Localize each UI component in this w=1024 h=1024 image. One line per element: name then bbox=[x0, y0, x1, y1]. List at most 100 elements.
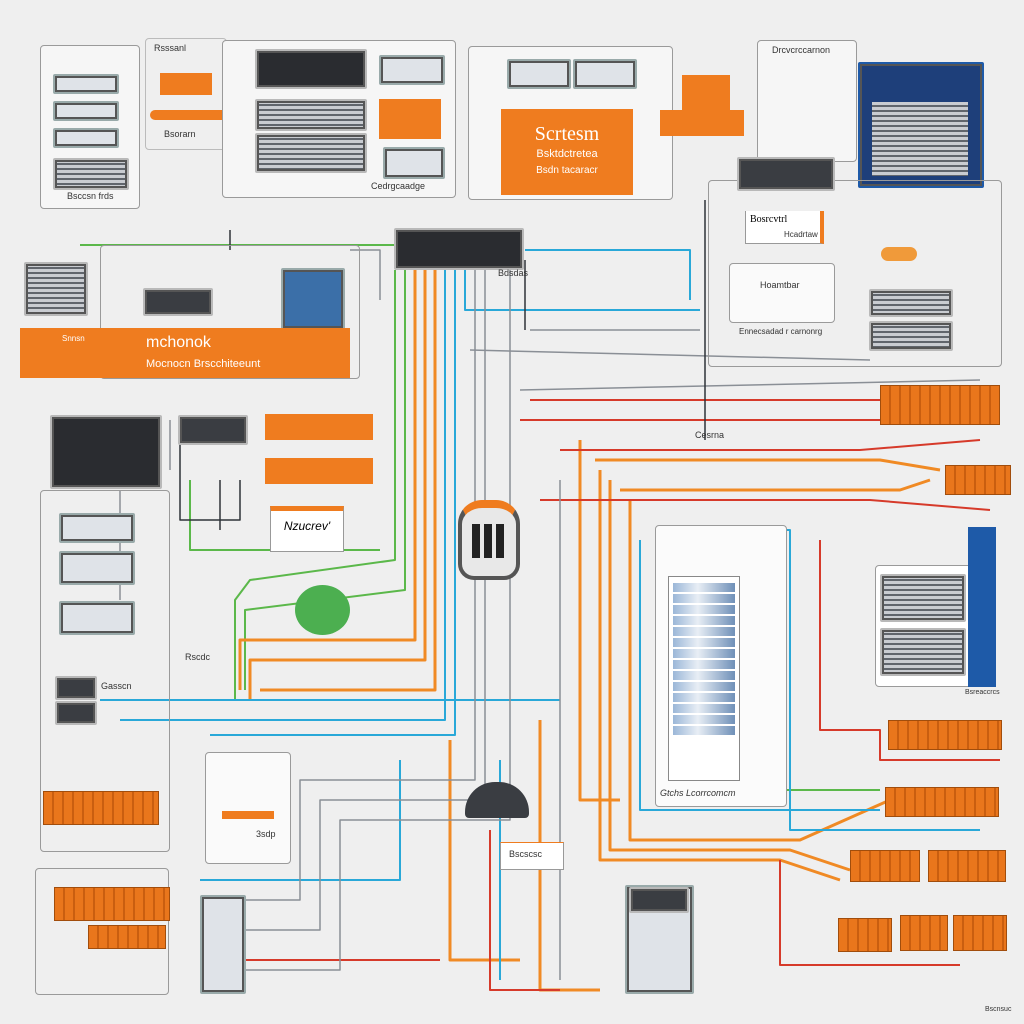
server-rack-blue bbox=[858, 62, 984, 188]
orange-patch bbox=[888, 720, 1002, 750]
mid-label: Rscdc bbox=[185, 652, 211, 662]
banner-subtitle: Mocnocn Brscchiteeunt bbox=[146, 358, 261, 370]
orange-patch bbox=[953, 915, 1007, 951]
group-sublabel: Bsorarn bbox=[164, 129, 196, 139]
system-line1: Bsktdctretea bbox=[536, 148, 598, 160]
server-unit bbox=[53, 158, 129, 190]
orange-cables bbox=[238, 270, 941, 992]
orange-module bbox=[222, 811, 274, 819]
server-unit bbox=[869, 321, 953, 351]
port-grid bbox=[472, 524, 506, 558]
hub-label: Cesrna bbox=[695, 430, 725, 440]
patch-panel bbox=[573, 59, 637, 89]
orange-panel bbox=[379, 99, 441, 139]
server-unit bbox=[869, 289, 953, 317]
top-switch-group: Cedrgcaadge bbox=[222, 40, 456, 198]
patch-panel bbox=[53, 101, 119, 121]
group-label: Cedrgcaadge bbox=[371, 181, 426, 191]
blue-tower bbox=[968, 527, 996, 687]
top-left-group: Rsssanl Bsorarn bbox=[145, 38, 227, 150]
left-label: Gasscn bbox=[101, 681, 132, 691]
banner-tag: Snnsn bbox=[62, 334, 85, 343]
group-label: Rsssanl bbox=[154, 43, 187, 53]
switch-dark bbox=[255, 49, 367, 89]
orange-module bbox=[682, 75, 730, 111]
system-title: Scrtesm bbox=[534, 123, 600, 145]
orange-module bbox=[160, 73, 212, 95]
rack-bays bbox=[872, 102, 968, 176]
switch-unit bbox=[255, 99, 367, 131]
switch-unit bbox=[255, 133, 367, 173]
bottom-right-label: Bscnsuc bbox=[985, 1006, 1012, 1013]
right-server-label: Bsreaccrcs bbox=[965, 689, 1000, 696]
orange-module bbox=[265, 414, 373, 440]
server-unit bbox=[880, 628, 966, 676]
cabinet-label: Bsccsn frds bbox=[67, 191, 114, 201]
orange-patch bbox=[945, 465, 1011, 495]
patch-panel bbox=[53, 128, 119, 148]
bottom-left-label: 3sdp bbox=[256, 829, 276, 839]
orange-patch bbox=[928, 850, 1006, 882]
right-box-label: Hoamtbar bbox=[760, 280, 800, 290]
cabinet-label: Drcvcrccarnon bbox=[772, 45, 831, 55]
server-rack bbox=[668, 576, 740, 781]
rack-label: Gtchs Lcorrcomcm bbox=[660, 788, 736, 798]
patch-panel bbox=[507, 59, 571, 89]
banner-frame bbox=[100, 245, 360, 379]
right-panel-card: Bosrcvtrl Hcadrtaw bbox=[745, 211, 824, 244]
right-server bbox=[875, 565, 972, 687]
orange-patch bbox=[900, 915, 948, 951]
orange-module bbox=[660, 110, 744, 136]
monitor bbox=[281, 268, 345, 330]
server-unit bbox=[24, 262, 88, 316]
bottom-box: 3sdp bbox=[205, 752, 291, 864]
rack-frame: Gtchs Lcorrcomcm bbox=[655, 525, 787, 807]
orange-connector bbox=[150, 110, 245, 120]
server-unit bbox=[59, 601, 135, 635]
switch-block bbox=[178, 415, 248, 445]
right-panel-subtitle: Hcadrtaw bbox=[784, 230, 818, 239]
orange-patch bbox=[88, 925, 166, 949]
banner-title: mchonok bbox=[146, 334, 211, 351]
orange-patch bbox=[850, 850, 920, 882]
hub-node bbox=[295, 585, 350, 635]
orange-patch bbox=[838, 918, 892, 952]
label-card: Nzucrev' bbox=[270, 506, 344, 552]
bottom-mid-card: Bscscsc bbox=[500, 842, 564, 870]
bottom-stack bbox=[625, 885, 694, 994]
right-panel-title: Bosrcvtrl bbox=[750, 214, 788, 225]
switch-small bbox=[737, 157, 835, 191]
orange-connector bbox=[881, 247, 917, 261]
blue-cables bbox=[100, 249, 980, 980]
server-unit bbox=[143, 288, 213, 316]
right-inner-box: Hoamtbar bbox=[729, 263, 835, 323]
switch-label: Bdsdas bbox=[498, 268, 529, 278]
server-unit bbox=[880, 574, 966, 622]
router-icon[interactable] bbox=[458, 500, 520, 580]
system-frame: Scrtesm Bsktdctretea Bsdn tacaracr bbox=[468, 46, 673, 200]
core-switch[interactable] bbox=[394, 228, 524, 270]
connector-stack bbox=[200, 895, 246, 994]
left-cabinet: Gasscn bbox=[40, 490, 170, 852]
orange-patch bbox=[54, 887, 170, 921]
orange-patch bbox=[885, 787, 999, 817]
dark-cables bbox=[179, 200, 706, 530]
right-panel-footer: Ennecsadad r carnonrg bbox=[739, 327, 823, 336]
right-panel-frame: Bosrcvtrl Hcadrtaw Hoamtbar Ennecsadad r… bbox=[708, 157, 1002, 367]
server-unit bbox=[629, 887, 689, 913]
top-left-cabinet: Bsccsn frds bbox=[40, 45, 140, 209]
banner: Snnsn mchonok Mocnocn Brscchiteeunt bbox=[20, 328, 350, 378]
grey-cables bbox=[119, 249, 981, 980]
server-unit bbox=[59, 551, 135, 585]
left-devices bbox=[20, 252, 95, 327]
switch-block bbox=[50, 415, 162, 489]
bottom-left-cabinet bbox=[35, 868, 170, 995]
orange-module bbox=[265, 458, 373, 484]
top-right-cabinet: Drcvcrccarnon bbox=[757, 40, 857, 162]
patch-panel bbox=[53, 74, 119, 94]
monitor bbox=[55, 701, 97, 725]
orange-patch bbox=[43, 791, 159, 825]
orange-patch bbox=[880, 385, 1000, 425]
server-unit bbox=[59, 513, 135, 543]
